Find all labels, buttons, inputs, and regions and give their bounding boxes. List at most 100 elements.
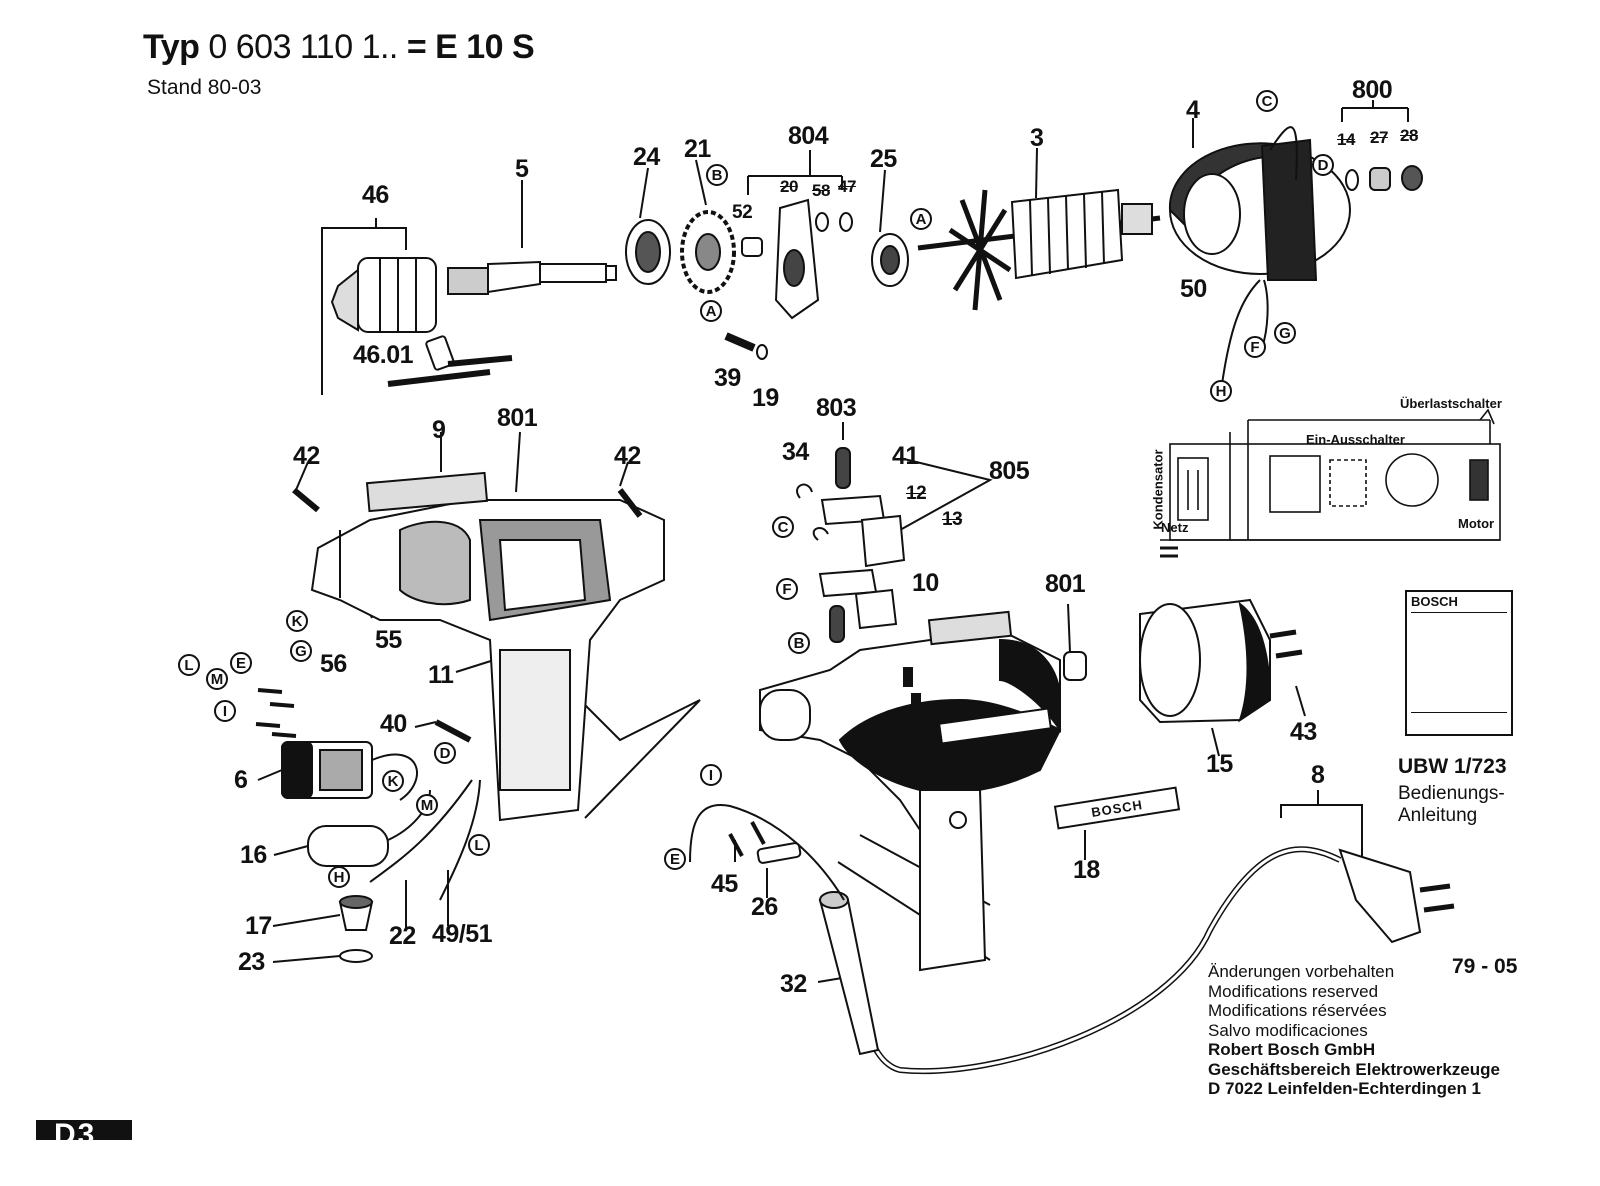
part-number: 3: [1030, 124, 1044, 152]
manual-code: UBW 1/723: [1398, 755, 1507, 778]
connector-marker: D: [434, 742, 456, 764]
connector-marker: G: [1274, 322, 1296, 344]
connector-marker: F: [1244, 336, 1266, 358]
housing-ring-15: [1139, 598, 1303, 724]
connector-marker: H: [1210, 380, 1232, 402]
part-number: 13: [942, 509, 963, 530]
bearing-24: [625, 219, 671, 285]
part-number: 801: [1045, 570, 1086, 598]
part-number: 50: [1180, 275, 1207, 303]
brush-parts: [1345, 165, 1423, 191]
part-number: 803: [816, 394, 857, 422]
company-name: Robert Bosch GmbH: [1208, 1040, 1376, 1059]
manual-brand: BOSCH: [1411, 594, 1458, 609]
cable-clamp-26: [728, 821, 802, 864]
manual-rule: [1411, 712, 1507, 713]
part-number: 49/51: [432, 920, 493, 948]
connector-marker: A: [910, 208, 932, 230]
part-number: 45: [711, 870, 738, 898]
drill-chuck: [330, 257, 437, 333]
part-number: 21: [684, 135, 711, 163]
part-number: 801: [497, 404, 538, 432]
connector-marker: C: [1256, 90, 1278, 112]
connector-marker: L: [468, 834, 490, 856]
part-number: 25: [870, 145, 897, 173]
part-number: 6: [234, 766, 248, 794]
part-number: 47: [838, 177, 856, 196]
connector-marker: B: [788, 632, 810, 654]
part-number: 8: [1311, 761, 1325, 789]
note-es: Salvo modificaciones: [1208, 1020, 1368, 1040]
connector-marker: A: [700, 300, 722, 322]
connector-marker: F: [776, 578, 798, 600]
wiring-capacitor-label: Kondensator: [1150, 449, 1166, 530]
part-number: 14: [1337, 130, 1355, 149]
part-number: 15: [1206, 750, 1233, 778]
stator-field: [1168, 126, 1351, 385]
part-number: 34: [782, 438, 809, 466]
switch-6: [281, 741, 418, 801]
reference-code: 79 - 05: [1452, 955, 1518, 978]
part-number: 10: [912, 569, 939, 597]
part-number: 804: [788, 122, 829, 150]
page-tab-text: D3: [54, 1120, 97, 1140]
wiring-overload-label: Überlastschalter: [1400, 396, 1502, 411]
part-number: 46.01: [353, 341, 414, 369]
part-number: 40: [380, 710, 407, 738]
page-tab: D3: [36, 1120, 132, 1140]
part-number: 27: [1370, 128, 1388, 147]
part-number: 39: [714, 364, 741, 392]
part-number: 22: [389, 922, 416, 950]
chuck-key: [387, 335, 513, 387]
motor-housing-shell: [292, 471, 665, 822]
part-number: 18: [1073, 856, 1100, 884]
type-number: 0 603 110 1..: [208, 28, 398, 66]
part-number: 56: [320, 650, 347, 678]
wiring-motor-label: Motor: [1458, 516, 1495, 531]
model-name: E 10 S: [435, 28, 535, 66]
part-number: 17: [245, 912, 272, 940]
stand-date: Stand 80-03: [147, 76, 262, 99]
connector-marker: M: [416, 794, 438, 816]
part-number: 16: [240, 841, 267, 869]
assembled-drill: [759, 610, 1087, 972]
part-number: 800: [1352, 76, 1393, 104]
operating-manual-icon: BOSCH: [1405, 590, 1513, 736]
connector-marker: B: [706, 164, 728, 186]
note-de: Änderungen vorbehalten: [1208, 962, 1395, 981]
note-fr: Modifications réservées: [1208, 1001, 1387, 1020]
connector-marker: E: [230, 652, 252, 674]
manual-rule: [1411, 612, 1507, 613]
manual-title: Bedienungs- Anleitung: [1398, 783, 1505, 826]
equals-sign: =: [406, 28, 427, 66]
part-number: 42: [614, 442, 641, 470]
part-number: 52: [732, 202, 753, 223]
part-number: 28: [1400, 126, 1418, 145]
gear-21: [680, 210, 736, 294]
loose-wires: [369, 779, 481, 901]
spindle: [447, 260, 617, 295]
part-number: 43: [1290, 718, 1317, 746]
cable-sleeve-32: [818, 891, 880, 1056]
part-number: 41: [892, 442, 919, 470]
screw-39: [724, 332, 768, 360]
connector-marker: H: [328, 866, 350, 888]
connector-marker: L: [178, 654, 200, 676]
capacitor-16: [307, 789, 431, 867]
part-number: 55: [375, 626, 402, 654]
connector-marker: G: [290, 640, 312, 662]
part-number: 23: [238, 948, 265, 976]
connector-marker: C: [772, 516, 794, 538]
part-number: 5: [515, 155, 529, 183]
note-en: Modifications reserved: [1208, 981, 1379, 1001]
connector-marker: M: [206, 668, 228, 690]
plug-17: [338, 895, 374, 963]
brush-holders: [796, 447, 906, 643]
part-number: 26: [751, 893, 778, 921]
connector-marker: K: [286, 610, 308, 632]
wire-I-E: [689, 803, 845, 901]
connector-marker: I: [214, 700, 236, 722]
company-division: Geschäftsbereich Elektrowerkzeuge: [1208, 1059, 1500, 1079]
part-number: 9: [432, 416, 446, 444]
